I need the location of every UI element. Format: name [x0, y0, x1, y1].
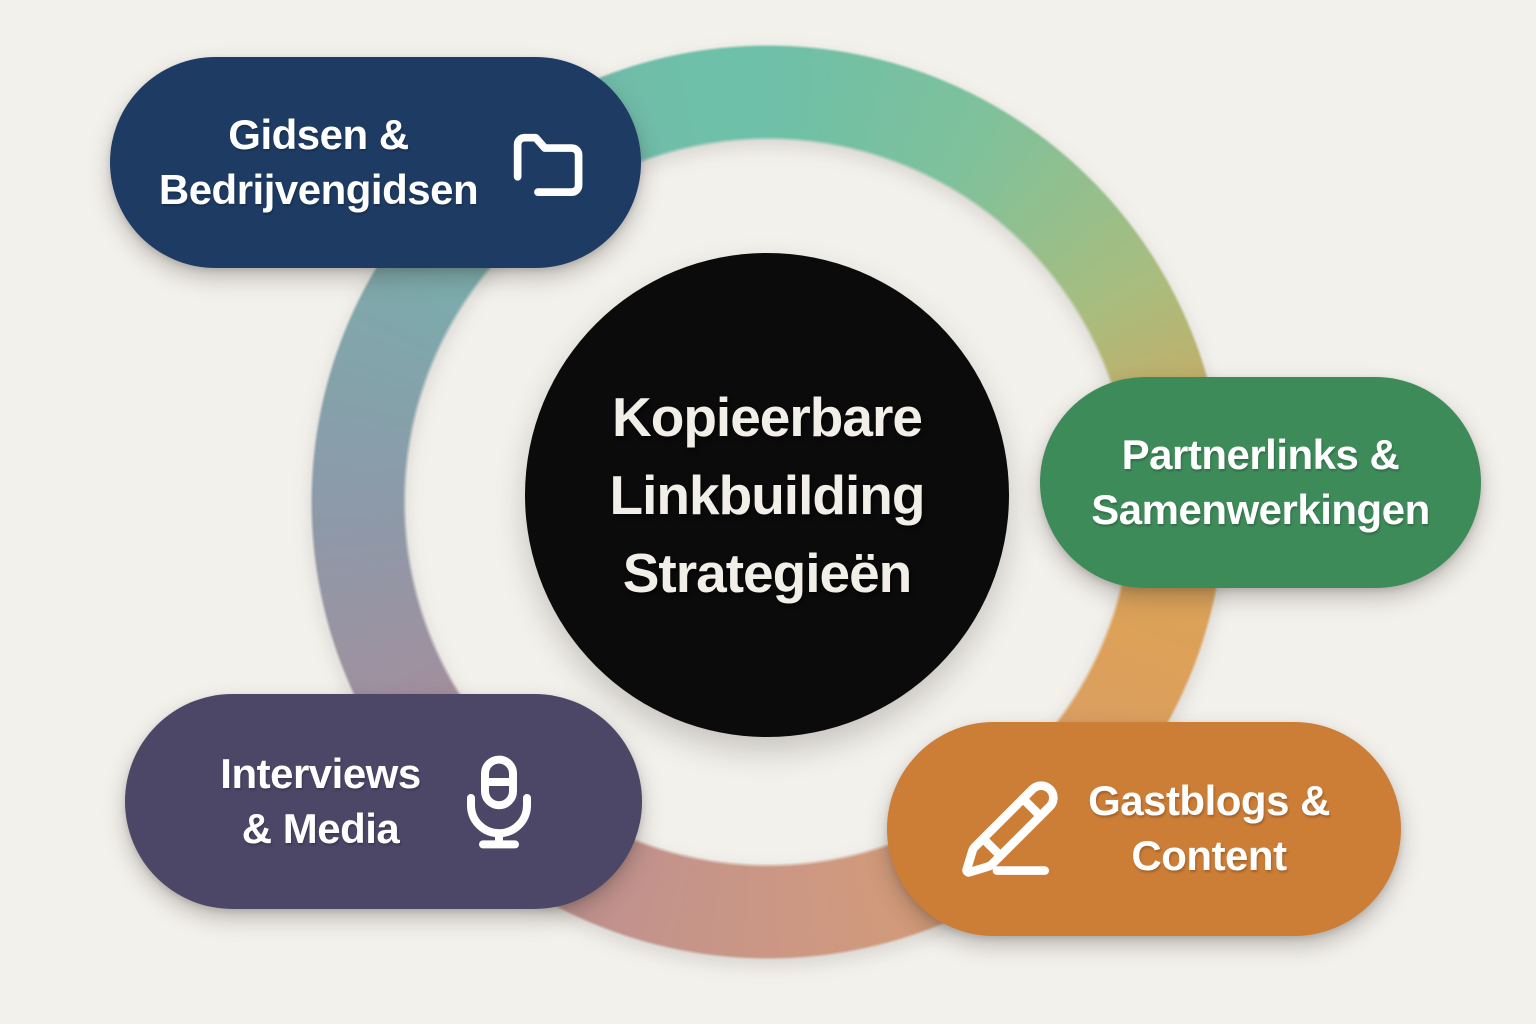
- node-label-line: Interviews: [220, 749, 421, 797]
- node-partnerlinks-samenwerkingen: Partnerlinks & Samenwerkingen: [1040, 377, 1481, 588]
- node-label: Partnerlinks & Samenwerkingen: [1091, 428, 1430, 537]
- center-circle: Kopieerbare Linkbuilding Strategieën: [525, 253, 1009, 737]
- node-label-line: Samenwerkingen: [1091, 485, 1430, 533]
- center-title-line: Strategieën: [622, 542, 913, 605]
- node-label-line: & Media: [241, 804, 400, 852]
- pencil-icon: [962, 781, 1058, 877]
- node-label-line: Bedrijvengidsen: [158, 165, 479, 213]
- node-gastblogs-content: Gastblogs & Content: [887, 722, 1401, 936]
- node-label-line: Gidsen &: [228, 110, 409, 158]
- node-label: Interviews & Media: [220, 747, 421, 856]
- center-title-line: Linkbuilding: [609, 463, 926, 526]
- node-label-line: Content: [1131, 832, 1287, 879]
- node-label-line: Partnerlinks &: [1121, 430, 1400, 478]
- folder-icon: [513, 133, 583, 196]
- microphone-icon: [466, 755, 531, 848]
- node-interviews-media: Interviews & Media: [125, 694, 642, 909]
- node-label-line: Gastblogs &: [1088, 777, 1330, 825]
- center-title-line: Kopieerbare: [612, 385, 923, 448]
- node-label: Gidsen & Bedrijvengidsen: [158, 108, 479, 217]
- node-gidsen-bedrijvengidsen: Gidsen & Bedrijvengidsen: [110, 57, 641, 268]
- node-label: Gastblogs & Content: [1088, 774, 1330, 883]
